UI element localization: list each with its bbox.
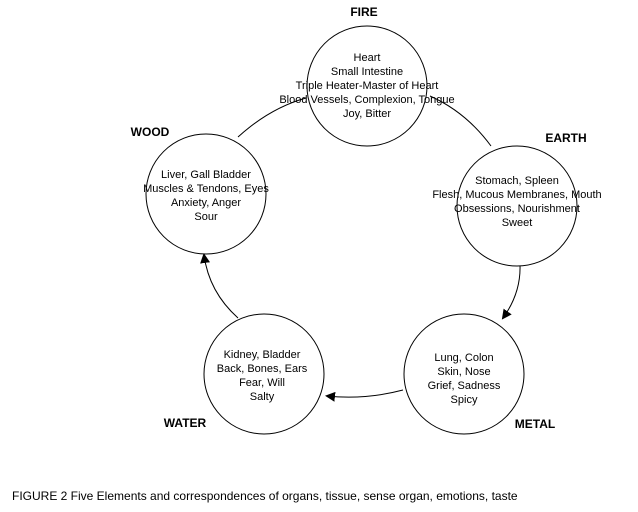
metal-line-2: Grief, Sadness bbox=[428, 380, 501, 392]
connector-wood-fire bbox=[237, 97, 307, 138]
wood-line-2: Anxiety, Anger bbox=[171, 197, 241, 209]
wood-line-3: Sour bbox=[194, 211, 218, 223]
fire-line-1: Small Intestine bbox=[331, 66, 403, 78]
wood-node: Liver, Gall Bladder Muscles & Tendons, E… bbox=[143, 133, 269, 255]
fire-label: FIRE bbox=[350, 5, 377, 19]
metal-line-1: Skin, Nose bbox=[437, 366, 490, 378]
earth-node: Stomach, Spleen Flesh, Mucous Membranes,… bbox=[432, 145, 602, 267]
fire-line-3: Blood Vessels, Complexion, Tongue bbox=[279, 94, 454, 106]
metal-line-0: Lung, Colon bbox=[434, 352, 493, 364]
wood-line-0: Liver, Gall Bladder bbox=[161, 169, 251, 181]
arrow-earth-metal bbox=[501, 264, 521, 320]
metal-node: Lung, Colon Skin, Nose Grief, Sadness Sp… bbox=[403, 313, 525, 435]
fire-line-4: Joy, Bitter bbox=[343, 108, 391, 120]
water-node: Kidney, Bladder Back, Bones, Ears Fear, … bbox=[203, 313, 325, 435]
earth-label: EARTH bbox=[545, 131, 586, 145]
fire-line-2: Triple Heater-Master of Heart bbox=[296, 80, 439, 92]
metal-label: METAL bbox=[515, 417, 555, 431]
figure-caption: FIGURE 2 Five Elements and correspondenc… bbox=[12, 489, 518, 503]
water-label: WATER bbox=[164, 416, 207, 430]
earth-line-2: Obsessions, Nourishment bbox=[454, 203, 580, 215]
earth-line-0: Stomach, Spleen bbox=[475, 175, 559, 187]
fire-node: Heart Small Intestine Triple Heater-Mast… bbox=[279, 25, 455, 147]
water-line-3: Salty bbox=[250, 391, 275, 403]
arrow-metal-water bbox=[325, 389, 404, 402]
connector-fire-earth bbox=[429, 95, 492, 147]
wood-label: WOOD bbox=[131, 125, 170, 139]
wood-line-1: Muscles & Tendons, Eyes bbox=[143, 183, 269, 195]
earth-line-3: Sweet bbox=[502, 217, 533, 229]
earth-line-1: Flesh, Mucous Membranes, Mouth bbox=[432, 189, 601, 201]
water-line-1: Back, Bones, Ears bbox=[217, 363, 308, 375]
water-line-2: Fear, Will bbox=[239, 377, 285, 389]
water-line-0: Kidney, Bladder bbox=[224, 349, 301, 361]
fire-line-0: Heart bbox=[354, 52, 381, 64]
metal-line-3: Spicy bbox=[451, 394, 478, 406]
arrow-water-wood bbox=[200, 253, 239, 319]
